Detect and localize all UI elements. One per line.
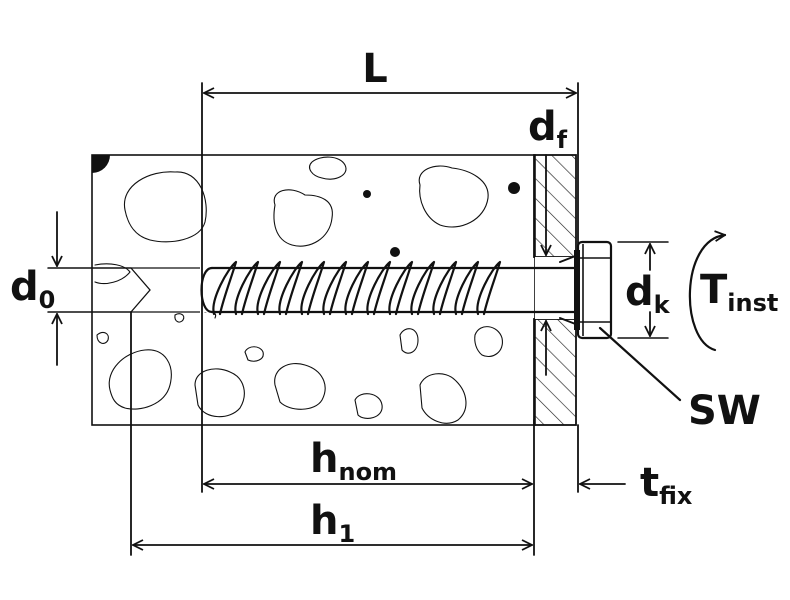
label-d-k-subscript: k [654, 291, 671, 319]
svg-text:df: df [528, 104, 568, 154]
dimension-L: L [201, 46, 579, 493]
label-T-inst-subscript: inst [727, 289, 778, 317]
label-L: L [362, 46, 388, 92]
svg-text:Tinst: Tinst [700, 267, 778, 317]
label-SW: SW [688, 388, 761, 434]
dimension-t-fix: tfix [577, 424, 693, 510]
label-h-1-subscript: 1 [338, 520, 355, 548]
label-d-k: d [625, 269, 654, 315]
fixture-plate [533, 154, 577, 426]
label-h-1: h [310, 498, 338, 544]
label-d-0: d [10, 264, 39, 310]
label-h-nom: h [310, 436, 338, 482]
label-t-fix-subscript: fix [659, 482, 693, 510]
wrench-size-callout: SW [598, 326, 761, 434]
svg-text:d0: d0 [10, 264, 55, 314]
torque-arrow-icon [688, 235, 725, 352]
svg-text:dk: dk [625, 269, 671, 319]
dimension-d-f: df [528, 104, 568, 376]
svg-text:h1: h1 [310, 498, 355, 548]
dimension-d-0: d0 [10, 211, 132, 366]
label-d-f-subscript: f [557, 126, 568, 154]
screw-head [574, 240, 613, 340]
screw-thread [212, 260, 502, 316]
label-t-fix: t [640, 460, 659, 506]
label-T-inst: T [700, 267, 728, 313]
svg-text:hnom: hnom [310, 436, 397, 486]
dimension-h-nom: hnom [204, 419, 535, 556]
dimension-d-k: dk [617, 241, 671, 339]
concrete-screw [200, 240, 613, 340]
svg-text:tfix: tfix [640, 460, 693, 510]
installation-torque: Tinst [688, 235, 778, 352]
dimension-h-1: h1 [130, 311, 532, 556]
label-d-f: d [528, 104, 557, 150]
label-h-nom-subscript: nom [338, 458, 397, 486]
label-d-0-subscript: 0 [39, 286, 56, 314]
